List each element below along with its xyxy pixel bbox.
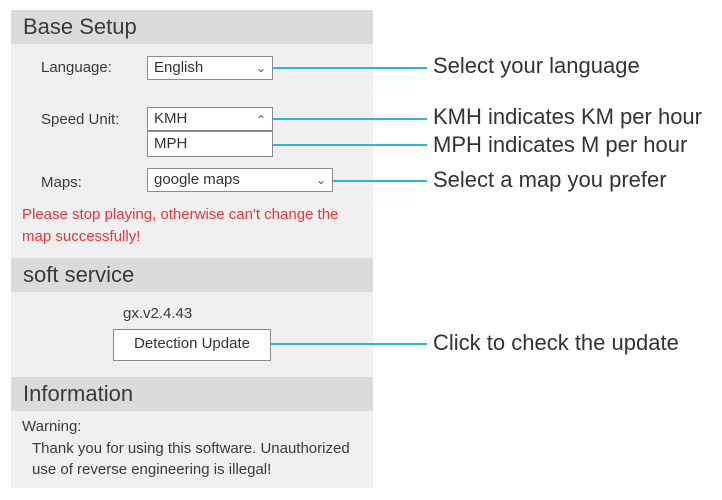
chevron-up-icon: ⌃ — [255, 113, 266, 127]
callout-line-update — [271, 343, 427, 345]
maps-select-value: google maps — [154, 171, 240, 188]
speed-unit-label: Speed Unit: — [41, 111, 120, 128]
callout-kmh: KMH indicates KM per hour — [433, 104, 702, 129]
speed-unit-select[interactable]: KMH ⌃ — [147, 107, 273, 131]
language-label: Language: — [41, 59, 112, 76]
callout-line-kmh — [273, 118, 427, 120]
callout-language: Select your language — [433, 53, 640, 78]
language-select[interactable]: English ⌄ — [147, 56, 273, 80]
chevron-down-icon: ⌄ — [255, 61, 266, 75]
speed-unit-dropdown: MPH — [147, 131, 273, 157]
info-text-line-2: use of reverse engineering is illegal! — [32, 461, 272, 478]
chevron-down-icon: ⌄ — [315, 173, 326, 187]
callout-mph: MPH indicates M per hour — [433, 132, 688, 157]
info-text-line-1: Thank you for using this software. Unaut… — [32, 440, 350, 457]
speed-unit-option-mph[interactable]: MPH — [154, 135, 188, 152]
map-warning-text: Please stop playing, otherwise can't cha… — [22, 204, 367, 248]
version-text: gx.v2.4.43 — [123, 305, 193, 322]
information-header: Information — [11, 377, 373, 411]
callout-update: Click to check the update — [433, 330, 679, 355]
callout-line-mph — [273, 144, 427, 146]
map-warning-line-2: map successfully! — [22, 228, 141, 245]
callout-map: Select a map you prefer — [433, 167, 667, 192]
maps-select[interactable]: google maps ⌄ — [147, 168, 333, 192]
soft-service-header: soft service — [11, 258, 373, 292]
speed-unit-select-value: KMH — [154, 110, 188, 127]
language-select-value: English — [154, 59, 204, 76]
callout-line-map — [333, 180, 427, 182]
callout-line-language — [273, 67, 427, 69]
base-setup-header: Base Setup — [11, 10, 373, 44]
warning-label: Warning: — [22, 418, 82, 435]
detection-update-button[interactable]: Detection Update — [113, 329, 271, 361]
map-warning-line-1: Please stop playing, otherwise can't cha… — [22, 206, 339, 223]
maps-label: Maps: — [41, 174, 82, 191]
